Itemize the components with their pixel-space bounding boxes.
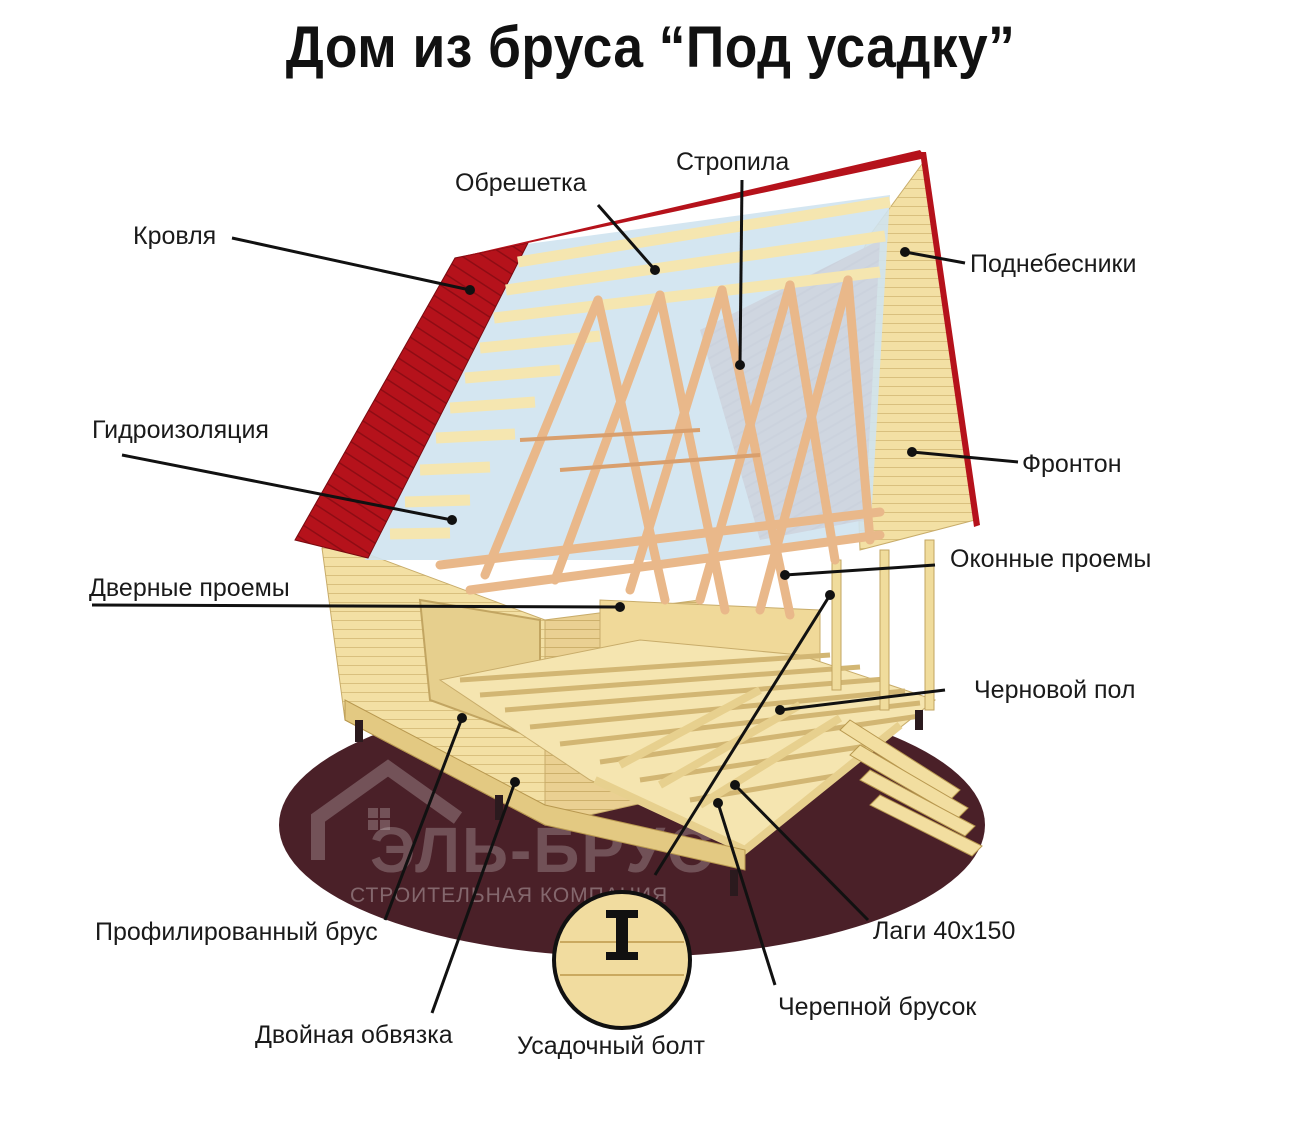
label-fronton: Фронтон: [1022, 450, 1122, 478]
leader-dots: [447, 247, 917, 808]
label-krovlya: Кровля: [133, 222, 216, 250]
battens: [389, 196, 891, 540]
label-usadochny-bolt: Усадочный болт: [517, 1032, 706, 1060]
base-frame: [344, 699, 746, 871]
label-cherepnoy-brusok: Черепной брусок: [778, 993, 977, 1021]
rafter-braces: [519, 428, 761, 472]
terrace-posts: [831, 539, 935, 711]
leader-lines: [91, 179, 1019, 1014]
shrink-bolt-inset: [552, 890, 692, 1030]
piles: [355, 710, 923, 896]
label-profilirovanny-brus: Профилированный брус: [95, 918, 378, 946]
stairs: [839, 719, 983, 857]
label-dvoynaya-obvyazka: Двойная обвязка: [255, 1021, 453, 1049]
label-lagi: Лаги 40х150: [873, 917, 1015, 945]
roof-top-edge: [455, 150, 926, 258]
page-title: Дом из бруса “Под усадку”: [285, 15, 1016, 80]
rafters: [435, 275, 885, 620]
watermark-logo: [311, 759, 463, 860]
label-stropila: Стропила: [676, 148, 789, 176]
label-podnebesniki: Поднебесники: [970, 250, 1136, 278]
label-chernovoy-pol: Черновой пол: [974, 676, 1135, 704]
label-okonnye-proemy: Оконные проемы: [950, 545, 1151, 573]
label-obreshetka: Обрешетка: [455, 169, 587, 197]
label-gidroizolyaciya: Гидроизоляция: [92, 416, 269, 444]
roof-right-edge: [920, 152, 980, 527]
label-dvernye-proemy: Дверные проемы: [89, 574, 290, 602]
